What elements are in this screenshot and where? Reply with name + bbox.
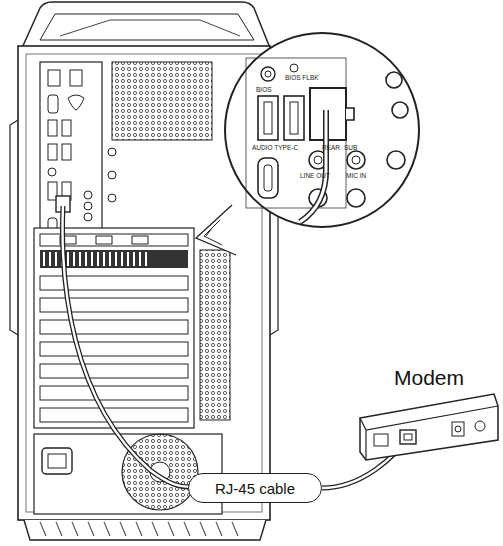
port-label: MIC IN	[346, 172, 366, 179]
port-label: SUB	[344, 144, 357, 151]
device-name: Modem	[356, 366, 502, 390]
port-label: BIOS FLBK	[285, 74, 319, 81]
port-label: REAR	[322, 144, 340, 151]
cable-label: RJ-45 cable	[215, 480, 295, 497]
modem-device: Modem	[356, 366, 502, 462]
port-label: AUDIO TYPE-C	[252, 144, 298, 151]
cable-label-box: RJ-45 cable	[188, 473, 322, 503]
port-label: LINE OUT	[300, 172, 330, 179]
port-label: BIOS	[256, 86, 272, 93]
